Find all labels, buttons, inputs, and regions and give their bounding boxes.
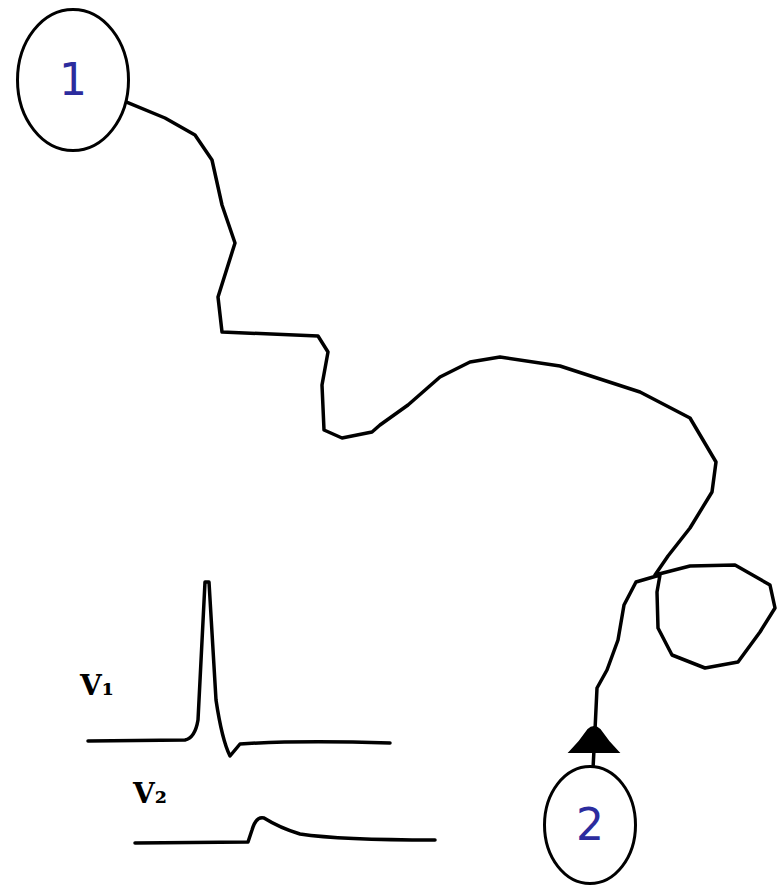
signal-label: V₁: [80, 672, 114, 700]
axon-line: [127, 102, 775, 765]
neuron-circle: 2: [543, 765, 637, 885]
neuron-circle: 1: [16, 8, 130, 152]
neuron-number: 2: [576, 803, 604, 847]
neuron-number: 1: [59, 58, 87, 102]
synaptic-bouton: [570, 727, 618, 752]
signal-label: V₂: [133, 780, 167, 808]
v1-trace: [88, 582, 390, 756]
v2-trace: [135, 818, 435, 843]
